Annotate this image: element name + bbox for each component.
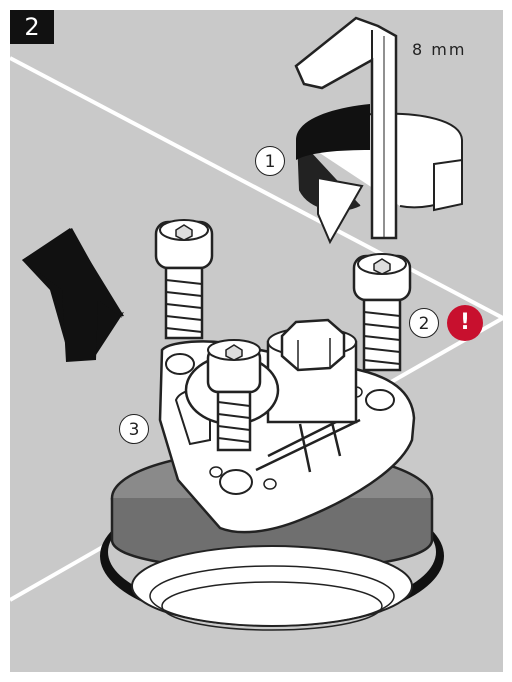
callout-3: 3 — [119, 414, 149, 444]
hex-nut-icon — [266, 318, 358, 424]
step-number-badge: 2 — [10, 10, 54, 44]
callout-1: 1 — [255, 146, 285, 176]
screw-center-icon — [184, 339, 280, 452]
screw-left-icon — [154, 219, 214, 340]
screw-right-icon — [352, 253, 412, 372]
callout-2: 2 — [409, 308, 439, 338]
hex-key-size-label: 8 mm — [412, 40, 467, 59]
guide-line — [9, 56, 504, 320]
warning-icon: ! — [447, 305, 483, 341]
hex-key-icon — [294, 16, 398, 240]
